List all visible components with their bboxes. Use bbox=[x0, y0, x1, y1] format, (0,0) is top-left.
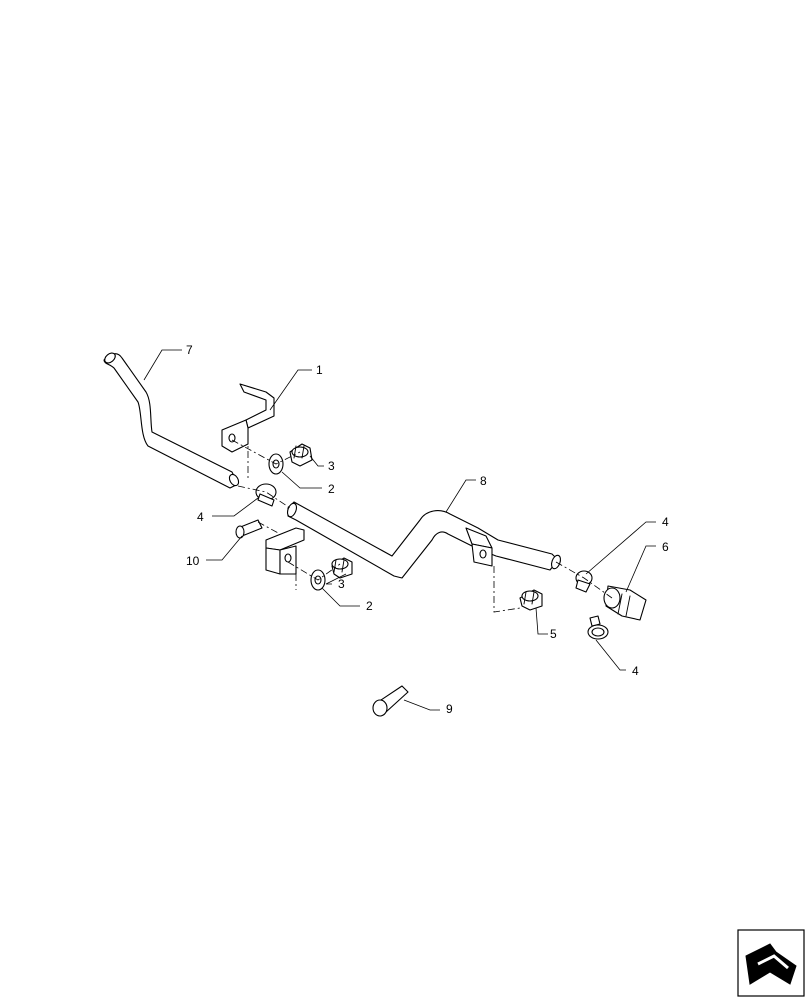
part-3-bolt-lower bbox=[331, 557, 353, 579]
callout-4-left: 4 bbox=[197, 510, 204, 524]
next-page-arrow-icon[interactable] bbox=[737, 929, 805, 997]
callout-7: 7 bbox=[186, 343, 193, 357]
callout-5: 5 bbox=[550, 627, 557, 641]
part-10-bolt bbox=[235, 519, 263, 539]
part-9-bolt bbox=[372, 685, 409, 717]
part-4-clamp-left bbox=[255, 483, 277, 507]
callout-8: 8 bbox=[480, 474, 487, 488]
part-4-clamp-right-upper bbox=[575, 570, 593, 593]
callout-4-right-lower: 4 bbox=[632, 664, 639, 678]
callout-10: 10 bbox=[186, 554, 200, 568]
callout-3-upper: 3 bbox=[328, 459, 335, 473]
callout-2-lower: 2 bbox=[366, 599, 373, 613]
part-1-bracket-upper bbox=[221, 383, 275, 453]
part-6-connector bbox=[603, 585, 647, 621]
callout-9: 9 bbox=[446, 702, 453, 716]
part-8-tube bbox=[286, 501, 562, 579]
assembly-lines bbox=[231, 436, 613, 613]
leader-lines bbox=[143, 349, 656, 711]
callout-2-upper: 2 bbox=[328, 482, 335, 496]
callout-labels: 7 1 3 2 8 4 10 3 2 4 6 5 4 9 bbox=[186, 343, 669, 716]
part-3-bolt-upper bbox=[289, 443, 313, 467]
part-4-clamp-right-lower bbox=[587, 615, 609, 640]
callout-4-right-upper: 4 bbox=[662, 515, 669, 529]
callout-3-lower: 3 bbox=[338, 577, 345, 591]
callout-6: 6 bbox=[662, 540, 669, 554]
callout-1: 1 bbox=[316, 363, 323, 377]
part-7-tube bbox=[103, 352, 240, 489]
part-5-bolt bbox=[519, 589, 543, 611]
part-1-bracket-lower bbox=[265, 527, 305, 575]
